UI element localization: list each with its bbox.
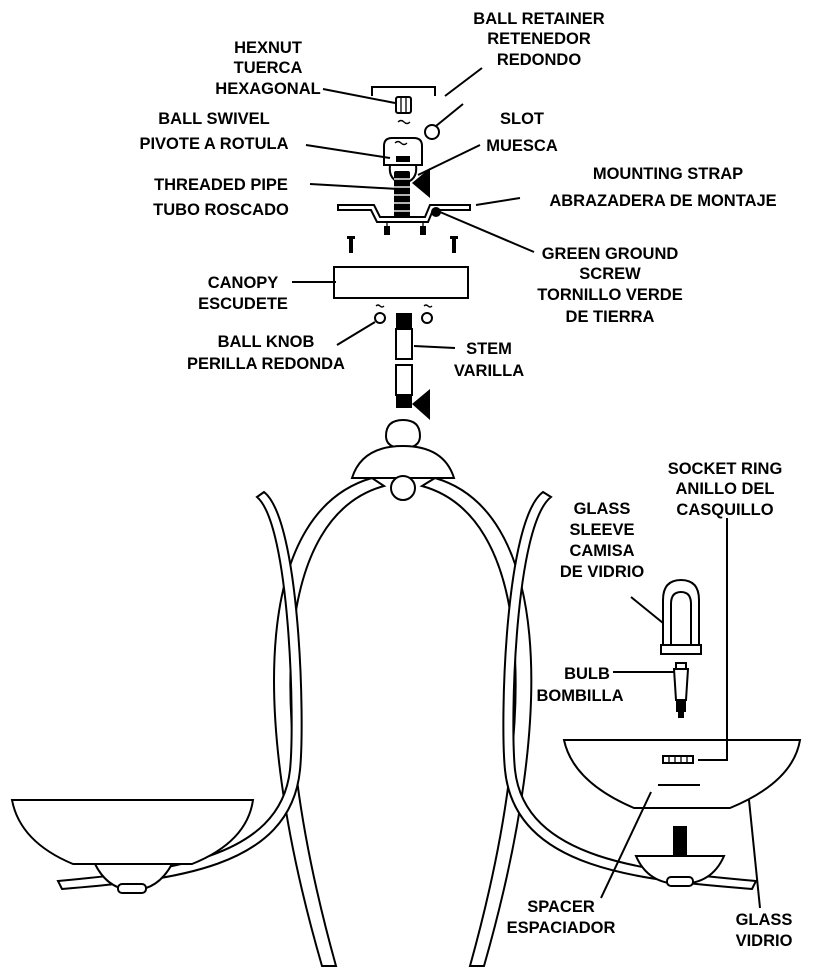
svg-text:BALL SWIVEL: BALL SWIVEL <box>158 110 270 128</box>
svg-text:DE VIDRIO: DE VIDRIO <box>560 563 645 581</box>
label-threaded-pipe: THREADED PIPE TUBO ROSCADO <box>153 176 289 219</box>
label-glass-sleeve: GLASS SLEEVE CAMISA DE VIDRIO <box>560 500 645 581</box>
svg-text:PERILLA REDONDA: PERILLA REDONDA <box>187 355 345 373</box>
ball-retainer-part <box>371 86 436 96</box>
canopy-part <box>333 266 469 299</box>
svg-text:THREADED PIPE: THREADED PIPE <box>154 176 288 194</box>
label-spacer: SPACER ESPACIADOR <box>507 898 616 937</box>
svg-text:RETENEDOR: RETENEDOR <box>487 30 591 48</box>
svg-text:CAMISA: CAMISA <box>569 542 634 560</box>
stem-arrow <box>412 389 430 420</box>
svg-text:STEM: STEM <box>466 340 512 358</box>
mounting-screws <box>347 236 458 253</box>
label-stem: STEM VARILLA <box>454 340 524 380</box>
svg-text:PIVOTE A ROTULA: PIVOTE A ROTULA <box>139 135 288 153</box>
right-socket-cup <box>634 826 726 887</box>
svg-text:ANILLO DEL: ANILLO DEL <box>676 480 775 498</box>
svg-text:CANOPY: CANOPY <box>208 274 279 292</box>
svg-text:TUERCA: TUERCA <box>234 59 303 77</box>
label-glass: GLASS VIDRIO <box>736 911 793 950</box>
svg-text:TUBO ROSCADO: TUBO ROSCADO <box>153 201 289 219</box>
label-socket-ring: SOCKET RING ANILLO DEL CASQUILLO <box>668 460 783 519</box>
socket-ring-part <box>662 755 694 764</box>
svg-text:BALL RETAINER: BALL RETAINER <box>473 10 604 28</box>
hexnut-part <box>395 96 412 114</box>
label-mounting-strap: MOUNTING STRAP ABRAZADERA DE MONTAJE <box>549 165 776 210</box>
svg-text:CASQUILLO: CASQUILLO <box>676 501 773 519</box>
center-body <box>350 418 456 501</box>
svg-text:SOCKET RING: SOCKET RING <box>668 460 783 478</box>
svg-text:SPACER: SPACER <box>527 898 595 916</box>
label-ball-knob: BALL KNOB PERILLA REDONDA <box>187 333 345 373</box>
svg-text:VIDRIO: VIDRIO <box>736 932 793 950</box>
label-canopy: CANOPY ESCUDETE <box>198 274 288 313</box>
svg-text:GLASS: GLASS <box>574 500 631 518</box>
svg-text:HEXAGONAL: HEXAGONAL <box>215 80 320 98</box>
svg-text:BALL KNOB: BALL KNOB <box>218 333 315 351</box>
label-green-ground-screw: GREEN GROUND SCREW TORNILLO VERDE DE TIE… <box>537 245 682 326</box>
label-bulb: BULB BOMBILLA <box>536 665 623 705</box>
svg-text:HEXNUT: HEXNUT <box>234 39 302 57</box>
svg-text:ABRAZADERA DE MONTAJE: ABRAZADERA DE MONTAJE <box>549 192 776 210</box>
right-glass-bowl <box>562 739 802 809</box>
leader-lines <box>292 67 761 909</box>
label-ball-swivel: BALL SWIVEL PIVOTE A ROTULA <box>139 110 288 153</box>
svg-text:MUESCA: MUESCA <box>486 137 558 155</box>
fixture-arms <box>56 476 758 967</box>
svg-text:TORNILLO VERDE: TORNILLO VERDE <box>537 286 682 304</box>
svg-text:SCREW: SCREW <box>579 265 641 283</box>
svg-text:MOUNTING STRAP: MOUNTING STRAP <box>593 165 743 183</box>
svg-text:GREEN GROUND: GREEN GROUND <box>542 245 679 263</box>
ground-wire-loop <box>397 103 464 140</box>
slot-arrow <box>412 168 430 198</box>
svg-text:ESCUDETE: ESCUDETE <box>198 295 288 313</box>
label-ball-retainer: BALL RETAINER RETENEDOR REDONDO <box>473 10 604 69</box>
svg-text:BOMBILLA: BOMBILLA <box>536 687 623 705</box>
ball-knob-part <box>374 312 433 324</box>
label-hexnut: HEXNUT TUERCA HEXAGONAL <box>215 39 320 98</box>
svg-text:REDONDO: REDONDO <box>497 51 582 69</box>
left-glass-bowl <box>10 799 255 894</box>
svg-text:SLEEVE: SLEEVE <box>569 521 634 539</box>
threaded-pipe-part <box>394 171 410 217</box>
bulb-part <box>672 662 690 718</box>
canopy-wire-marks <box>375 304 433 308</box>
svg-text:GLASS: GLASS <box>736 911 793 929</box>
glass-sleeve-part <box>660 578 702 655</box>
svg-text:ESPACIADOR: ESPACIADOR <box>507 919 616 937</box>
label-slot: SLOT MUESCA <box>486 110 558 155</box>
svg-text:VARILLA: VARILLA <box>454 362 524 380</box>
svg-text:BULB: BULB <box>564 665 610 683</box>
stem-part <box>395 313 413 408</box>
svg-text:SLOT: SLOT <box>500 110 544 128</box>
svg-text:DE TIERRA: DE TIERRA <box>566 308 655 326</box>
mounting-strap-part <box>337 204 471 235</box>
